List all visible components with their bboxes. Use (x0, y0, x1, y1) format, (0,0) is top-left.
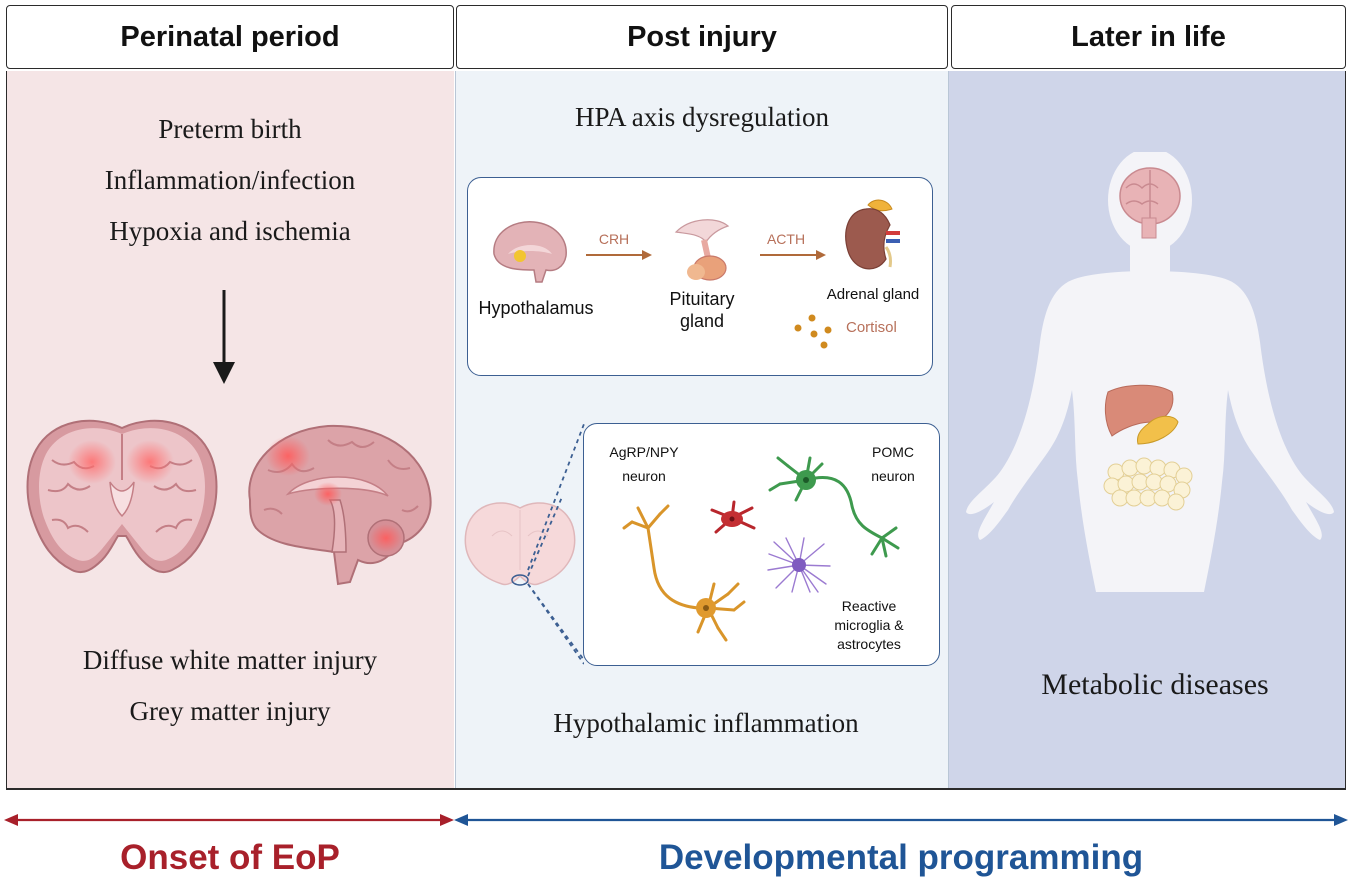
header-later-life-label: Later in life (1071, 20, 1226, 53)
crh-label: CRH (598, 231, 630, 247)
pituitary-label-line1: Pituitary (669, 289, 735, 309)
injury-grey-matter: Grey matter injury (129, 696, 331, 726)
glia-label-line1: Reactive (841, 598, 897, 614)
developmental-programming-label: Developmental programming (658, 838, 1144, 877)
hypothalamic-inflammation-title: Hypothalamic inflammation (553, 708, 859, 738)
adrenal-label: Adrenal gland (826, 286, 920, 303)
panels-bottom-border (6, 788, 1346, 790)
cause-inflammation-infection: Inflammation/infection (104, 165, 356, 195)
crh-arrow (586, 250, 652, 260)
header-perinatal-label: Perinatal period (120, 20, 340, 53)
hpa-title: HPA axis dysregulation (574, 102, 829, 132)
cortisol-dots-icon (794, 314, 832, 349)
pomc-neuron-icon (768, 456, 900, 558)
microglia-red-icon (710, 500, 756, 534)
injury-white-matter: Diffuse white matter injury (82, 645, 378, 675)
agrp-label-line1: AgRP/NPY (609, 444, 679, 460)
pomc-label-line1: POMC (872, 444, 914, 460)
agrp-neuron-icon (622, 504, 746, 642)
hypothalamus-label: Hypothalamus (478, 298, 594, 318)
cortisol-label: Cortisol (846, 319, 897, 336)
header-post-injury: Post injury (456, 5, 948, 69)
neuron-box (583, 423, 940, 666)
zoom-connector-lines (527, 423, 585, 661)
pituitary-gland-icon (674, 219, 730, 281)
acth-arrow (760, 250, 826, 260)
pituitary-label-line2: gland (679, 311, 725, 331)
mouse-brain-slice-icon (464, 496, 584, 665)
header-post-injury-label: Post injury (627, 20, 777, 53)
pomc-label-line2: neuron (871, 468, 915, 484)
human-body-icon (966, 152, 1334, 592)
onset-timeline-arrow (4, 814, 454, 826)
header-perinatal: Perinatal period (6, 5, 454, 69)
acth-label: ACTH (766, 231, 806, 247)
agrp-label-line2: neuron (622, 468, 666, 484)
sagittal-brain-icon (248, 424, 432, 586)
onset-of-eop-label: Onset of EoP (120, 838, 340, 877)
glia-label-line3: astrocytes (837, 636, 901, 652)
header-later-life: Later in life (951, 5, 1346, 69)
astrocyte-purple-icon (767, 537, 831, 593)
cause-hypoxia-ischemia: Hypoxia and ischemia (109, 216, 351, 246)
glia-label-line2: microglia & (834, 617, 904, 633)
coronal-brain-icon (26, 419, 218, 574)
programming-timeline-arrow (454, 814, 1348, 826)
hypothalamus-brain-icon (493, 221, 567, 283)
cause-preterm-birth: Preterm birth (158, 114, 302, 144)
down-arrow-icon (213, 290, 235, 384)
metabolic-diseases-label: Metabolic diseases (1041, 668, 1269, 701)
adrenal-gland-icon (845, 199, 900, 270)
